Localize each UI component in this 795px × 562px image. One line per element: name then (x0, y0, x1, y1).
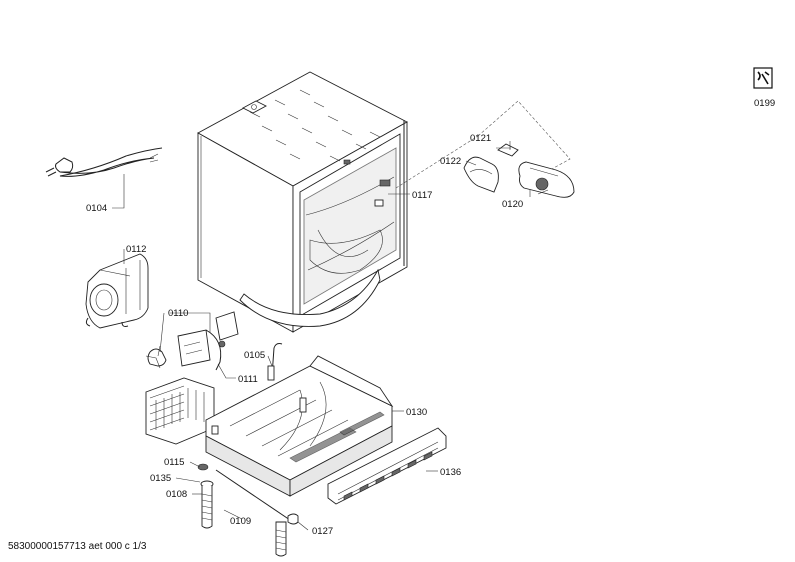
service-wrench-icon (753, 67, 773, 89)
condenser-coil (145, 377, 215, 445)
label-0120[interactable]: 0120 (502, 199, 523, 210)
label-0108[interactable]: 0108 (166, 489, 187, 500)
label-0122[interactable]: 0122 (440, 156, 461, 167)
label-0199[interactable]: 0199 (754, 98, 775, 109)
thermostat-assembly (395, 100, 575, 198)
rear-foot-rod (215, 469, 299, 557)
part-labels: 0199 0121 0122 0117 0120 0104 0112 0110 … (86, 98, 775, 537)
label-0115[interactable]: 0115 (164, 457, 184, 468)
label-0105[interactable]: 0105 (244, 350, 265, 361)
leader-lines (112, 141, 531, 531)
label-0136[interactable]: 0136 (440, 467, 461, 478)
front-grille (327, 427, 447, 505)
power-cord (45, 147, 163, 177)
label-0135[interactable]: 0135 (150, 473, 171, 484)
fan-shroud (85, 253, 149, 329)
label-0130[interactable]: 0130 (406, 407, 427, 418)
document-id: 58300000157713 aet 000 c 1/3 (8, 541, 147, 552)
label-0112[interactable]: 0112 (126, 244, 146, 255)
label-0110[interactable]: 0110 (168, 308, 188, 319)
sensor-cable (267, 343, 283, 381)
fan-motor-assembly (145, 311, 239, 371)
label-0104[interactable]: 0104 (86, 203, 107, 214)
label-0127[interactable]: 0127 (312, 526, 333, 537)
label-0117[interactable]: 0117 (412, 190, 432, 201)
adjustable-foot (197, 463, 214, 529)
cabinet-body (197, 71, 408, 333)
label-0109[interactable]: 0109 (230, 516, 251, 527)
base-frame (205, 355, 394, 497)
label-0111[interactable]: 0111 (238, 374, 258, 385)
label-0121[interactable]: 0121 (470, 133, 491, 144)
